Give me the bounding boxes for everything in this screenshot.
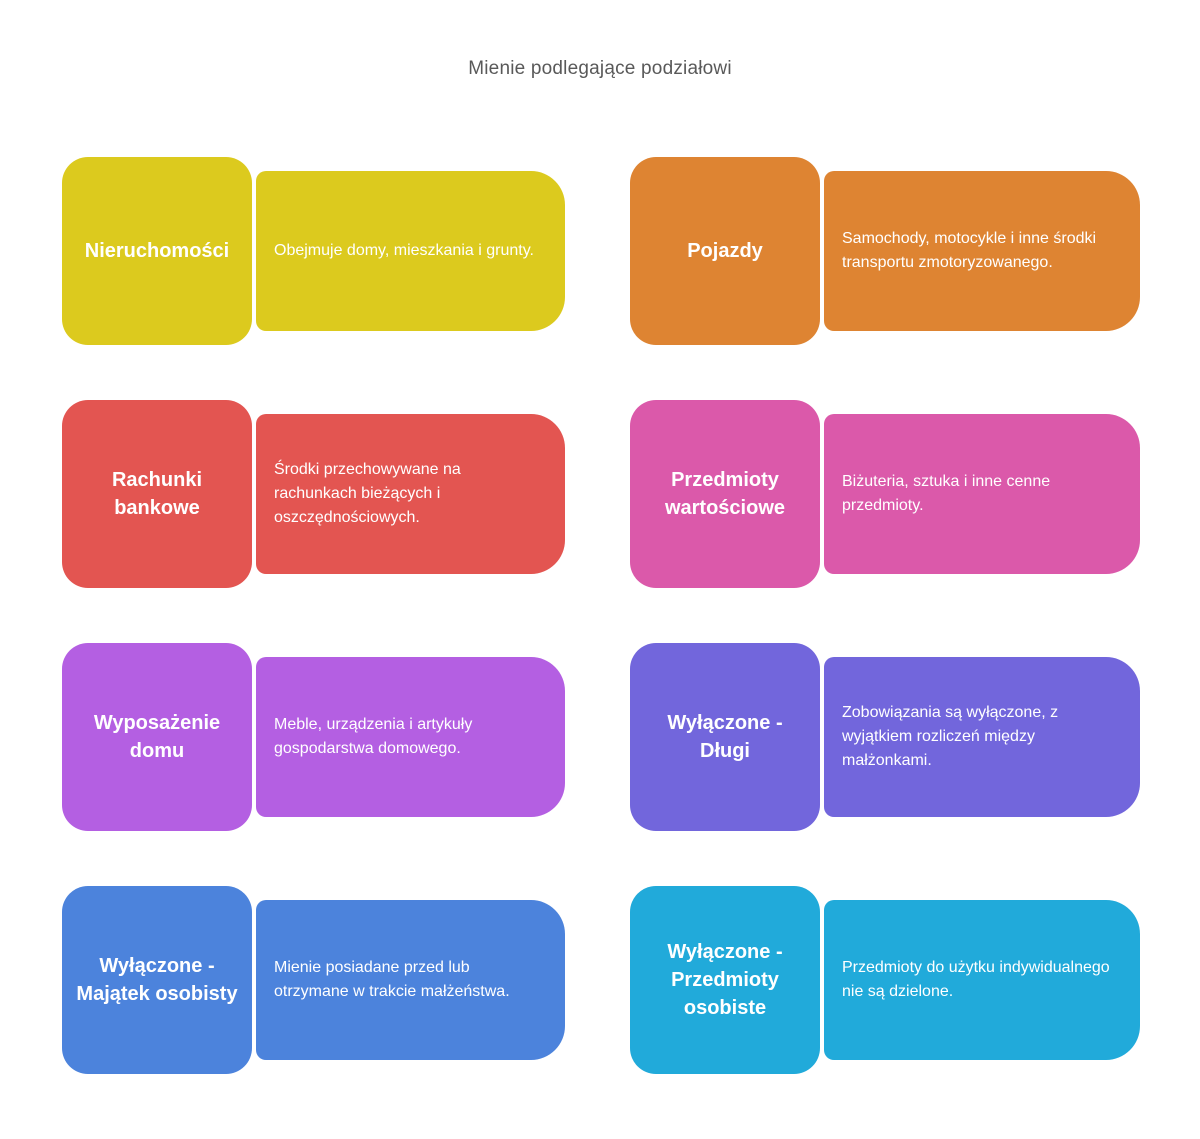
card-label: Wyłączone - Długi bbox=[630, 643, 820, 831]
card-description: Meble, urządzenia i artykuły gospodarstw… bbox=[256, 657, 565, 817]
diagram-title: Mienie podlegające podziałowi bbox=[468, 58, 732, 79]
cards-grid: Nieruchomości Obejmuje domy, mieszkania … bbox=[62, 157, 1140, 1074]
card-description: Mienie posiadane przed lub otrzymane w t… bbox=[256, 900, 565, 1060]
card-rachunki-bankowe: Rachunki bankowe Środki przechowywane na… bbox=[62, 400, 565, 588]
card-description-text: Środki przechowywane na rachunkach bieżą… bbox=[274, 461, 461, 526]
card-wyposazenie-domu: Wyposażenie domu Meble, urządzenia i art… bbox=[62, 643, 565, 831]
card-description: Przedmioty do użytku indywidualnego nie … bbox=[824, 900, 1140, 1060]
card-label: Wyposażenie domu bbox=[62, 643, 252, 831]
card-label: Nieruchomości bbox=[62, 157, 252, 345]
card-label: Pojazdy bbox=[630, 157, 820, 345]
card-wylaczone-przedmioty-osobiste: Wyłączone - Przedmioty osobiste Przedmio… bbox=[630, 886, 1140, 1074]
card-description: Zobowiązania są wyłączone, z wyjątkiem r… bbox=[824, 657, 1140, 817]
card-wylaczone-majatek-osobisty: Wyłączone - Majątek osobisty Mienie posi… bbox=[62, 886, 565, 1074]
card-label: Wyłączone - Majątek osobisty bbox=[62, 886, 252, 1074]
card-pojazdy: Pojazdy Samochody, motocykle i inne środ… bbox=[630, 157, 1140, 345]
card-description: Środki przechowywane na rachunkach bieżą… bbox=[256, 414, 565, 574]
card-label: Przedmioty wartościowe bbox=[630, 400, 820, 588]
card-description-text: Zobowiązania są wyłączone, z wyjątkiem r… bbox=[842, 704, 1059, 769]
card-description: Biżuteria, sztuka i inne cenne przedmiot… bbox=[824, 414, 1140, 574]
card-nieruchomosci: Nieruchomości Obejmuje domy, mieszkania … bbox=[62, 157, 565, 345]
card-label: Wyłączone - Przedmioty osobiste bbox=[630, 886, 820, 1074]
card-przedmioty-wartosciowe: Przedmioty wartościowe Biżuteria, sztuka… bbox=[630, 400, 1140, 588]
card-description: Obejmuje domy, mieszkania i grunty. bbox=[256, 171, 565, 331]
card-wylaczone-dlugi: Wyłączone - Długi Zobowiązania są wyłącz… bbox=[630, 643, 1140, 831]
card-description-text: Samochody, motocykle i inne środki trans… bbox=[842, 230, 1097, 271]
card-description-text: Obejmuje domy, mieszkania i grunty. bbox=[274, 242, 534, 259]
card-description-text: Mienie posiadane przed lub otrzymane w t… bbox=[274, 959, 510, 1000]
card-description-text: Meble, urządzenia i artykuły gospodarstw… bbox=[274, 716, 473, 757]
card-description: Samochody, motocykle i inne środki trans… bbox=[824, 171, 1140, 331]
card-description-text: Przedmioty do użytku indywidualnego nie … bbox=[842, 959, 1110, 1000]
card-description-text: Biżuteria, sztuka i inne cenne przedmiot… bbox=[842, 473, 1051, 514]
card-label: Rachunki bankowe bbox=[62, 400, 252, 588]
